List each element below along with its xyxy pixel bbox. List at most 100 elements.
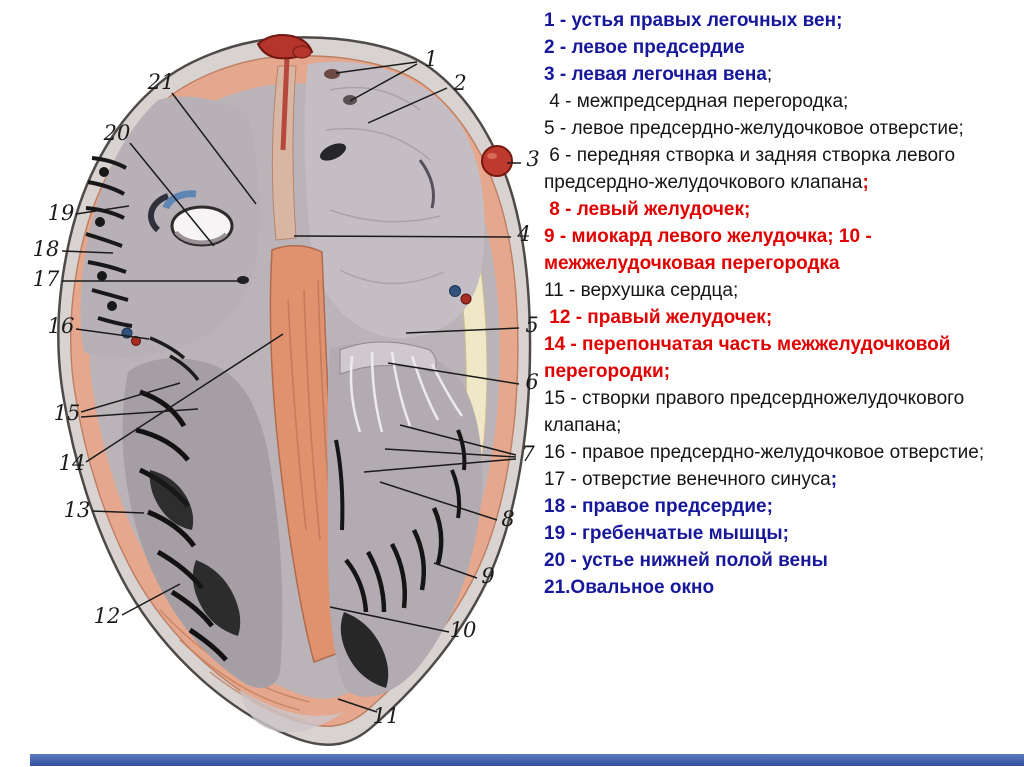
chordae-tendineae [349, 351, 464, 433]
legend-text-segment: 14 - перепончатая часть межжелудочковой … [544, 334, 956, 382]
leader-line [91, 510, 145, 514]
legend-text-segment: 17 - отверстие венечного синуса [544, 469, 831, 490]
legend-item: 17 - отверстие венечного синуса; [544, 466, 996, 493]
pulmonary-vein-opening-2 [343, 95, 357, 105]
leader-line [349, 63, 418, 102]
legend-item: 20 - устье нижней полой вены [544, 547, 996, 574]
legend-text-segment: 18 - правое предсердие; [544, 496, 773, 517]
interatrial-septum [271, 65, 297, 241]
oval-window-crescent [148, 193, 170, 233]
legend-item: 6 - передняя створка и задняя створка ле… [544, 142, 996, 196]
leader-line [75, 205, 130, 215]
legend-text-segment: 2 - левое предсердие [544, 37, 745, 58]
figure-number-18: 18 [33, 237, 60, 261]
septum-red-ridge [280, 57, 290, 151]
legend-text-segment: 4 - межпредсердная перегородка; [544, 91, 849, 112]
left-atrium-texture [325, 86, 445, 285]
legend-text-segment: 21.Овальное окно [544, 577, 715, 598]
legend-item: 14 - перепончатая часть межжелудочковой … [544, 331, 996, 385]
left-pulmonary-vein [481, 145, 513, 177]
leader-line [387, 362, 520, 385]
legend-text-segment: 11 - верхушка сердца; [544, 280, 739, 301]
figure-number-1: 1 [424, 47, 437, 71]
legend-item: 3 - левая легочная вена; [544, 61, 996, 88]
figure-number-12: 12 [94, 604, 121, 628]
leader-line [75, 328, 150, 340]
leader-line [85, 333, 284, 463]
legend-text-segment: 3 - левая легочная вена [544, 64, 767, 85]
pectinate-muscles [85, 156, 133, 328]
leader-line [337, 698, 378, 713]
leader-line [61, 250, 114, 254]
figure-number-14: 14 [59, 451, 86, 475]
legend-item: 5 - левое предсердно-желудочковое отверс… [544, 115, 996, 142]
rv-dark-patch [149, 470, 194, 530]
figure-number-19: 19 [48, 201, 75, 225]
legend-text-segment: 1 - устья правых легочных вен; [544, 10, 843, 31]
leader-line [171, 92, 257, 205]
legend-text-segment: 16 - правое предсердно-желудочковое отве… [544, 442, 985, 463]
leader-line [335, 61, 418, 74]
legend-item: 12 - правый желудочек; [544, 304, 996, 331]
leader-line [80, 382, 181, 413]
leader-line [80, 408, 199, 418]
leader-line [293, 235, 512, 238]
legend-text-segment: ; [766, 64, 773, 85]
leader-line [405, 327, 520, 334]
legend-item: 19 - гребенчатые мышцы; [544, 520, 996, 547]
figure-number-6: 6 [525, 370, 538, 394]
legend-text-segment: 8 - левый желудочек; [544, 199, 751, 220]
tricuspid-marks [149, 336, 200, 382]
pulmonary-vein-opening-1 [324, 69, 340, 79]
leader-line [329, 606, 450, 633]
figure-number-9: 9 [481, 564, 494, 588]
legend-item: 2 - левое предсердие [544, 34, 996, 61]
leader-line [129, 142, 215, 247]
figure-number-7: 7 [521, 442, 535, 466]
figure-number-13: 13 [64, 498, 91, 522]
leader-line [379, 481, 498, 521]
legend-text-segment: 19 - гребенчатые мышцы; [544, 523, 789, 544]
legend-text-segment: ; [862, 172, 869, 193]
leader-line [384, 448, 517, 458]
oval-window-shadow [174, 230, 228, 245]
leader-line [367, 87, 448, 124]
lv-trabeculae [334, 429, 467, 613]
legend-item: 16 - правое предсердно-желудочковое отве… [544, 439, 996, 466]
figure-number-8: 8 [501, 507, 514, 531]
coronary-sinus-opening [237, 276, 249, 284]
legend-text-segment: ; [830, 469, 838, 490]
top-vessel-2 [292, 45, 312, 59]
legend: 1 - устья правых легочных вен; 2 - левое … [544, 7, 996, 601]
left-pulmonary-vein-highlight [487, 153, 497, 159]
legend-text-segment: 15 - створки правого предсердножелудочко… [544, 388, 970, 436]
figure-number-5: 5 [525, 313, 538, 337]
legend-text-segment: 6 - передняя створка и задняя створка ле… [544, 145, 961, 193]
legend-text-segment: 9 - миокард левого желудочка; 10 - межже… [544, 226, 877, 274]
legend-item: 15 - створки правого предсердножелудочко… [544, 385, 996, 439]
figure-number-2: 2 [452, 71, 466, 95]
figure-number-3: 3 [526, 147, 539, 171]
vessel-section-red-right [460, 293, 472, 305]
figure-number-16: 16 [48, 314, 75, 338]
legend-text-segment: 20 - устье нижней полой вены [544, 550, 828, 571]
left-atrium [304, 61, 485, 339]
figure-number-11: 11 [373, 704, 400, 728]
right-atrium [80, 96, 260, 358]
legend-item: 4 - межпредсердная перегородка; [544, 88, 996, 115]
rv-dark-patch-2 [192, 560, 241, 636]
leader-line [121, 583, 181, 616]
figure-number-21: 21 [147, 70, 175, 94]
legend-item: 9 - миокард левого желудочка; 10 - межже… [544, 223, 996, 277]
leader-line [433, 562, 478, 579]
bottom-bar [30, 754, 1024, 766]
figure-number-17: 17 [33, 267, 60, 291]
oval-window [170, 205, 234, 247]
figure-number-10: 10 [450, 618, 477, 642]
figure-number-20: 20 [103, 121, 131, 145]
legend-text-segment: 12 - правый желудочек; [544, 307, 773, 328]
legend-item: 8 - левый желудочек; [544, 196, 996, 223]
leader-line [399, 424, 517, 456]
